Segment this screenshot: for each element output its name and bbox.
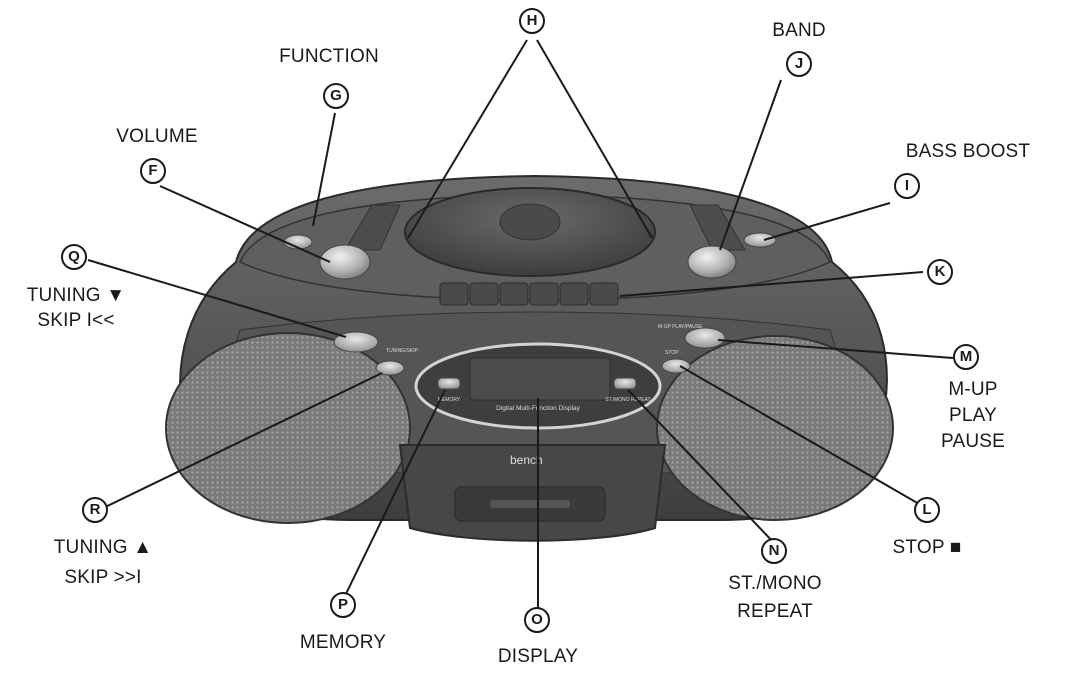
leader-n (627, 389, 778, 547)
stmono-button (613, 377, 637, 390)
callout-letter-n: N (761, 538, 787, 564)
lcd-screen (469, 357, 611, 401)
label-m-up: M-UP (948, 379, 998, 400)
callout-letter-h: H (519, 8, 545, 34)
label-bass-boost: BASS BOOST (905, 141, 1031, 162)
callout-letter-p: P (330, 592, 356, 618)
cd-lid-window (499, 203, 561, 241)
leader-k (619, 271, 924, 297)
leader-h-right (536, 39, 653, 239)
label-tuning-down: TUNING ▼ (26, 285, 126, 306)
right-groove (689, 204, 746, 251)
leader-q (87, 259, 347, 338)
leader-h-left (407, 39, 528, 239)
callout-letter-k: K (927, 259, 953, 285)
callout-letter-j: J (786, 51, 812, 77)
stop-button (661, 358, 691, 374)
leader-f (159, 185, 331, 263)
left-groove (344, 204, 401, 251)
device-tuning-label: TUNING/SKIP (386, 348, 419, 354)
leader-j (719, 79, 782, 251)
label-st-mono: ST./MONO (728, 573, 822, 594)
device-stop-label: STOP (665, 350, 679, 356)
volume-knob (319, 244, 371, 280)
callout-letter-i: I (894, 173, 920, 199)
label-skip-forward: SKIP >>I (64, 567, 142, 588)
leader-lines (87, 39, 954, 608)
label-stop: STOP ■ (892, 537, 962, 558)
callout-letter-l: L (914, 497, 940, 523)
label-skip-back: SKIP I<< (37, 310, 115, 331)
callout-letter-o: O (524, 607, 550, 633)
memory-button (437, 377, 461, 390)
bass-boost-switch (743, 232, 777, 248)
play-button (684, 327, 726, 349)
device-memory-label: MEMORY (438, 397, 461, 403)
device-brand: bench (510, 453, 543, 467)
leader-i (763, 202, 891, 241)
callout-letter-g: G (323, 83, 349, 109)
callout-letter-q: Q (61, 244, 87, 270)
band-knob (687, 245, 737, 279)
callout-letter-m: M (953, 344, 979, 370)
label-band: BAND (772, 20, 826, 41)
leader-m (717, 339, 954, 359)
device-mup-label: M-UP PLAY/PAUSE (658, 324, 703, 330)
label-play: PLAY (949, 405, 997, 426)
label-pause: PAUSE (940, 431, 1006, 452)
label-function: FUNCTION (279, 46, 379, 67)
label-memory: MEMORY (299, 632, 387, 653)
skip-forward-button (375, 360, 405, 376)
label-display: DISPLAY (497, 646, 579, 667)
leader-p (342, 389, 446, 601)
label-tuning-up: TUNING ▲ (53, 537, 153, 558)
leader-g (312, 112, 336, 227)
label-volume: VOLUME (116, 126, 198, 147)
label-repeat: REPEAT (737, 601, 813, 622)
leader-r (94, 372, 383, 513)
right-speaker (656, 335, 894, 521)
cd-button-row (439, 282, 619, 306)
device-stmono-label: ST./MONO REPEAT (605, 397, 650, 403)
left-speaker (165, 332, 411, 524)
boombox-device: Digital Multi-Function Display MEMORY ST… (165, 174, 894, 542)
callout-letter-r: R (82, 497, 108, 523)
leader-l (679, 365, 934, 513)
callout-letter-f: F (140, 158, 166, 184)
